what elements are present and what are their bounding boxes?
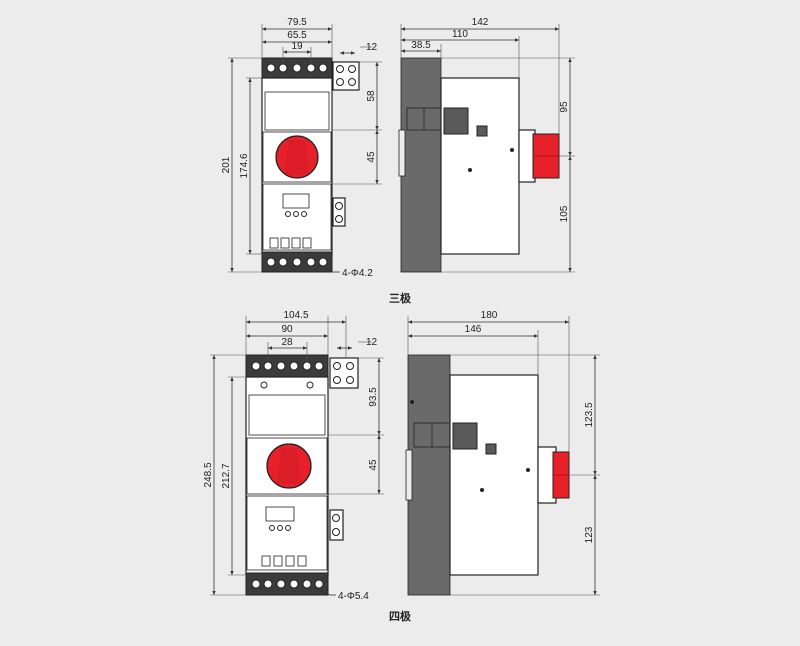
display-window-4p <box>265 506 295 522</box>
upper-cover-panel <box>264 91 330 131</box>
dim-mounting-holes: 4-Φ4.2 <box>342 268 373 279</box>
bottom-terminal-screws <box>266 257 328 267</box>
dim-mounting-holes-4p: 4-Φ5.4 <box>338 591 369 602</box>
side-dimension-lines-4p <box>407 316 600 596</box>
din-rail-slot <box>398 129 406 177</box>
dim-height-total-4p: 248.5 <box>203 462 214 487</box>
side-small-block-4p <box>485 443 497 455</box>
dim-height-lower-4p: 123 <box>584 526 595 543</box>
bottom-terminal-screws-4p <box>251 579 324 589</box>
handle-panel <box>262 131 332 183</box>
side-switch-block <box>443 107 469 135</box>
dim-side-terminal-4p: 12 <box>366 337 378 348</box>
rotary-handle <box>275 135 319 179</box>
three-pole-side-view: 142 110 38.5 95 105 <box>398 17 575 273</box>
front-dimension-labels: 79.5 65.5 19 12 201 174.6 58 45 4-Φ4.2 <box>221 17 378 279</box>
dim-height-upper-4p: 123.5 <box>584 402 595 427</box>
side-base <box>400 57 442 273</box>
dim-height-handle-section-4p: 45 <box>368 459 379 471</box>
top-terminal-screws <box>266 63 328 73</box>
dim-width-inner-4p: 90 <box>281 324 293 335</box>
lower-panel-4p <box>246 495 328 571</box>
dim-depth-total: 142 <box>472 17 489 28</box>
dim-width-total: 79.5 <box>287 17 307 28</box>
dim-depth-base: 38.5 <box>411 40 431 51</box>
four-pole-front-view: 104.5 90 28 12 248.5 212.7 93.5 45 4-Φ5.… <box>203 310 384 602</box>
dim-depth-body-4p: 146 <box>465 324 482 335</box>
dim-height-top-section: 58 <box>366 90 377 102</box>
lower-panel <box>262 183 332 251</box>
side-body <box>440 77 520 255</box>
side-switch-block-4p <box>452 422 478 450</box>
dim-height-top-section-4p: 93.5 <box>368 387 379 407</box>
bottom-terminal-block-4p <box>245 572 329 596</box>
lower-terminal-boxes <box>269 237 312 249</box>
dim-width-total-4p: 104.5 <box>283 310 308 321</box>
side-small-block <box>476 125 488 137</box>
dim-terminal-pitch-4p: 28 <box>281 337 293 348</box>
din-rail-slot-4p <box>405 449 413 501</box>
side-dimension-lines <box>400 24 575 273</box>
four-pole-side-view: 180 146 123.5 123 <box>405 310 600 596</box>
dim-width-inner: 65.5 <box>287 30 307 41</box>
handle-panel-4p <box>246 437 328 495</box>
dim-height-body: 174.6 <box>239 153 250 178</box>
display-window <box>282 193 310 209</box>
front-dimension-lines-4p <box>210 316 384 596</box>
front-dimension-lines <box>228 24 382 273</box>
side-body-4p <box>449 374 539 576</box>
side-dimension-labels-4p: 180 146 123.5 123 <box>465 310 595 543</box>
side-dimension-labels: 142 110 38.5 95 105 <box>411 17 570 222</box>
dim-depth-total-4p: 180 <box>481 310 498 321</box>
indicator-dots-4p <box>269 525 291 531</box>
dim-height-total: 201 <box>221 156 232 173</box>
dim-height-upper: 95 <box>559 101 570 113</box>
caption-three-pole: 三极 <box>389 291 412 305</box>
dim-terminal-pitch: 19 <box>291 41 303 52</box>
dim-depth-body: 110 <box>452 29 468 40</box>
dim-side-terminal: 12 <box>366 42 378 53</box>
dim-height-handle-section: 45 <box>366 151 377 163</box>
front-dimension-labels-4p: 104.5 90 28 12 248.5 212.7 93.5 45 4-Φ5.… <box>203 310 379 602</box>
indicator-dots <box>285 211 307 217</box>
rotary-handle-4p <box>266 443 312 489</box>
three-pole-front-view: 79.5 65.5 19 12 201 174.6 58 45 4-Φ4.2 <box>221 17 382 279</box>
side-aux-terminals-4p <box>329 357 359 541</box>
dim-height-body-4p: 212.7 <box>221 463 232 488</box>
caption-four-pole: 四极 <box>389 609 412 623</box>
side-base-4p <box>407 354 451 596</box>
upper-cover-panel-4p <box>248 394 326 436</box>
dim-height-lower: 105 <box>559 205 570 222</box>
lower-terminal-boxes-4p <box>261 555 307 567</box>
side-aux-terminals <box>332 61 360 227</box>
